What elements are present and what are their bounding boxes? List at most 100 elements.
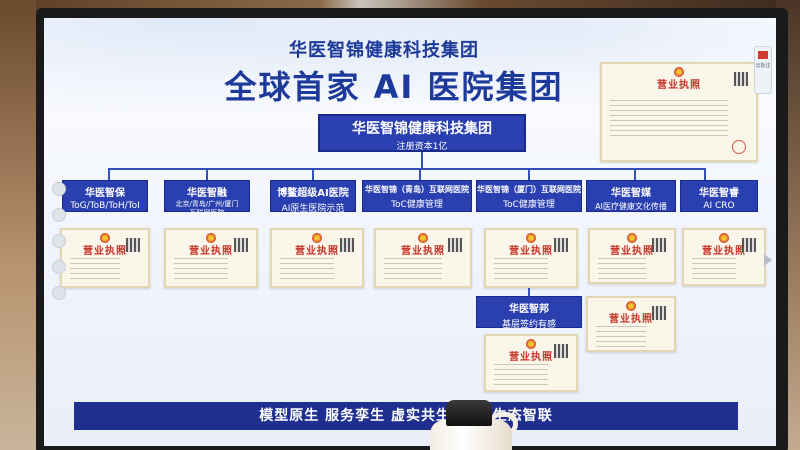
connector-sub-3 — [312, 168, 314, 180]
license-title: 营业执照 — [702, 246, 746, 257]
connector-horizontal — [108, 168, 704, 170]
subsidiary-name: 华医智保 — [85, 188, 125, 199]
license-title: 营业执照 — [295, 246, 339, 257]
license-text-lines — [280, 258, 334, 280]
qr-code-icon — [652, 306, 666, 320]
license-text-lines — [494, 258, 548, 280]
qr-code-icon — [652, 238, 666, 252]
license-title: 营业执照 — [609, 314, 653, 325]
toolbar-settings-icon[interactable] — [52, 286, 66, 300]
subsidiary-name: 华医智锦（厦门）互联网医院 — [477, 185, 581, 194]
business-license-3: 营业执照 — [270, 228, 364, 288]
side-toolbar[interactable] — [52, 182, 68, 312]
connector-sub-7 — [704, 168, 706, 180]
subsidiary-box-6: 华医智媒 AI医疗健康文化传播 — [586, 180, 676, 212]
subsidiary-desc-2: 互联网医院 — [189, 209, 225, 217]
business-license-8: 营业执照 — [484, 334, 578, 392]
qr-code-icon — [126, 238, 140, 252]
subsidiary-name: 华医智融 — [187, 188, 227, 199]
sub-branch-desc: 基层签约有感 — [501, 320, 556, 330]
license-title: 营业执照 — [509, 352, 553, 363]
connector-sub-5 — [528, 168, 530, 180]
subsidiary-desc: ToC健康管理 — [391, 200, 443, 210]
qr-code-icon — [340, 238, 354, 252]
subsidiary-box-1: 华医智保 ToG/ToB/ToH/ToI — [62, 180, 148, 212]
headline: 全球首家 AI 医院集团 — [224, 68, 564, 106]
license-text-lines — [610, 100, 728, 138]
root-business-license: 营业执照 — [600, 62, 758, 162]
qr-code-icon — [234, 238, 248, 252]
national-emblem-icon — [719, 233, 729, 243]
qr-code-icon — [448, 238, 462, 252]
toolbar-undo-icon[interactable] — [52, 260, 66, 274]
national-emblem-icon — [418, 233, 428, 243]
qr-code-icon — [734, 72, 748, 86]
root-company-box: 华医智锦健康科技集团 注册资本1亿 — [318, 114, 526, 152]
presentation-screen: 华医智锦健康科技集团 全球首家 AI 医院集团 营业执照 华医智锦健康科技集团 … — [44, 18, 776, 446]
bottle-cap — [446, 400, 492, 426]
subsidiary-box-3: 博鳌超级AI医院 AI原生医院示范 — [270, 180, 356, 214]
license-text-lines — [598, 258, 646, 280]
connector-sub-6 — [634, 168, 636, 180]
subsidiary-box-2: 华医智融 北京/青岛/广州/厦门 互联网医院 — [164, 180, 250, 217]
national-emblem-icon — [627, 233, 637, 243]
national-emblem-icon — [526, 233, 536, 243]
business-license-1: 营业执照 — [60, 228, 150, 288]
group-title: 华医智锦健康科技集团 — [289, 40, 479, 61]
connector-sub-1 — [108, 168, 110, 180]
license-text-lines — [70, 258, 120, 280]
connector-root — [421, 152, 423, 168]
toolbar-eraser-icon[interactable] — [52, 208, 66, 222]
thermos-bottle — [428, 398, 520, 450]
national-emblem-icon — [312, 233, 322, 243]
national-emblem-icon — [526, 339, 536, 349]
license-text-lines — [494, 364, 548, 386]
toolbar-pen-icon[interactable] — [52, 182, 66, 196]
subsidiary-name: 华医智媒 — [611, 188, 651, 199]
business-license-2: 营业执照 — [164, 228, 258, 288]
qr-code-icon — [554, 344, 568, 358]
business-license-6: 营业执照 — [588, 228, 676, 284]
business-license-7: 营业执照 — [682, 228, 766, 286]
toolbar-shape-icon[interactable] — [52, 234, 66, 248]
subsidiary-name: 博鳌超级AI医院 — [277, 188, 349, 199]
license-title: 营业执照 — [83, 246, 127, 257]
subsidiary-desc: ToG/ToB/ToH/ToI — [70, 201, 140, 211]
national-emblem-icon — [100, 233, 110, 243]
subsidiary-name: 华医智睿 — [699, 188, 739, 199]
next-page-arrow-icon[interactable] — [764, 254, 772, 266]
sub-branch-box: 华医智邦 基层签约有感 — [476, 296, 582, 330]
license-text-lines — [692, 258, 736, 280]
business-license-9: 营业执照 — [586, 296, 676, 352]
connector-sub-4 — [419, 168, 421, 180]
seal-icon — [732, 140, 746, 154]
business-license-4: 营业执照 — [374, 228, 472, 288]
subsidiary-box-7: 华医智睿 AI CRO — [680, 180, 758, 212]
root-company-name: 华医智锦健康科技集团 — [352, 121, 492, 137]
room-background-left — [0, 0, 36, 450]
subsidiary-box-5: 华医智锦（厦门）互联网医院 ToC健康管理 — [476, 180, 582, 212]
license-title: 营业执照 — [401, 246, 445, 257]
sub-branch-name: 华医智邦 — [509, 304, 549, 315]
subsidiary-desc: AI医疗健康文化传播 — [595, 202, 667, 211]
subsidiary-desc: AI CRO — [703, 201, 735, 211]
license-title: 营业执照 — [189, 246, 233, 257]
subsidiary-desc: 北京/青岛/广州/厦门 — [175, 200, 239, 208]
license-text-lines — [596, 326, 646, 348]
license-title: 营业执照 — [610, 246, 654, 257]
subsidiary-desc: AI原生医院示范 — [281, 204, 345, 214]
business-license-5: 营业执照 — [484, 228, 578, 288]
subsidiary-box-4: 华医智锦（青岛）互联网医院 ToC健康管理 — [362, 180, 472, 212]
connector-sub-2 — [206, 168, 208, 180]
annotation-tool-button[interactable]: 云批注 — [754, 46, 772, 94]
root-company-capital: 注册资本1亿 — [396, 142, 448, 152]
slogan-bar: 模型原生 服务孪生 虚实共生 主动 生态智联 — [74, 402, 738, 430]
national-emblem-icon — [206, 233, 216, 243]
qr-code-icon — [742, 238, 756, 252]
qr-code-icon — [554, 238, 568, 252]
annotation-icon — [758, 51, 768, 59]
license-title: 营业执照 — [657, 80, 701, 91]
license-title: 营业执照 — [509, 246, 553, 257]
subsidiary-name: 华医智锦（青岛）互联网医院 — [365, 185, 469, 194]
subsidiary-desc: ToC健康管理 — [503, 200, 555, 210]
